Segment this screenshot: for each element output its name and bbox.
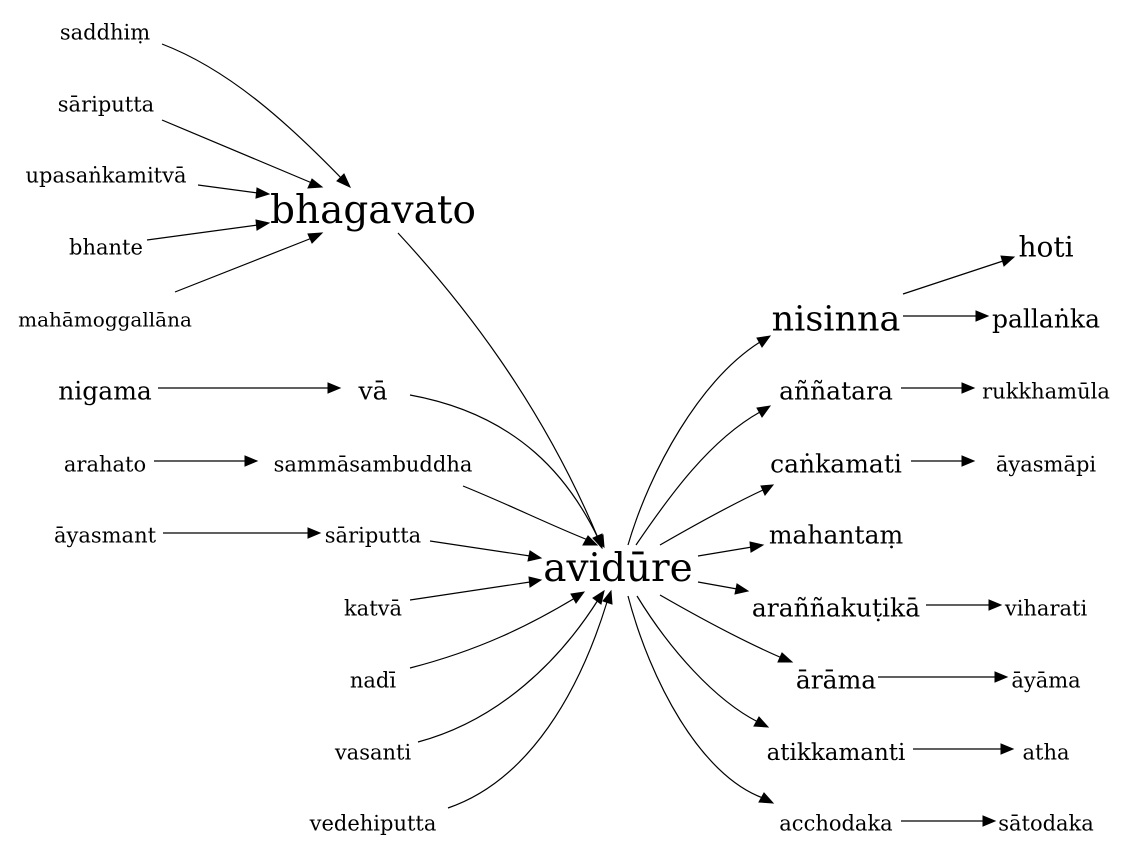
arrowhead-vedehiputta-avidure [602,589,613,605]
edge-bhagavato-avidure [397,232,599,539]
edge-avidure-nisinna [627,341,761,546]
node-nadi: nadī [350,669,396,693]
node-mahantam: mahantaṃ [769,521,904,550]
node-va: vā [357,377,387,406]
edge-sammasambuddha-avidure [462,485,589,541]
node-sariputta-mid: sāriputta [325,524,421,548]
node-bhagavato: bhagavato [270,188,476,233]
edge-avidure-arama [659,594,783,659]
node-nisinna: nisinna [772,300,901,340]
arrowhead-arannakutika-viharati [988,599,1003,611]
arrowhead-nadi-avidure [570,591,586,604]
arrowhead-avidure-arama [777,652,794,663]
edge-saddhim-bhagavato [161,43,346,183]
arrowhead-arahato-sammasambuddha [244,455,259,467]
arrowhead-arama-ayama [994,671,1009,683]
node-saddhim: saddhiṃ [60,21,150,45]
edge-upasankamitva-bhagavato [197,184,259,194]
node-arannakutika: araññakuṭikā [752,594,920,623]
arrowhead-avidure-acchodaka [758,792,775,804]
arrowhead-avidure-arannakutika [734,583,750,595]
edge-vasanti-avidure [417,599,599,743]
nodes-layer: saddhiṃ sāriputta upasaṅkamitvā bhante m… [18,21,1110,836]
node-cankamati: caṅkamati [770,450,902,479]
arrowhead-va-avidure [593,534,605,549]
node-ayama: āyāma [1011,669,1080,693]
edge-avidure-acchodaka [627,595,764,799]
node-hoti: hoti [1018,231,1073,264]
node-rukkhamula: rukkhamūla [982,380,1110,404]
node-nigama: nigama [58,377,152,406]
arrowhead-vasanti-avidure [592,589,605,605]
node-arahato: arahato [64,453,146,477]
edge-avidure-annatara [635,411,761,546]
node-bhante: bhante [69,236,143,260]
node-vedehiputta: vedehiputta [309,812,437,836]
edge-katva-avidure [409,581,531,601]
edges-layer [146,43,1016,827]
edge-mahamoggallana-bhagavato [174,237,313,293]
node-katva: katvā [344,597,402,621]
node-atikkamanti: atikkamanti [767,740,906,766]
edge-bhante-bhagavato [146,224,259,241]
arrowhead-avidure-annatara [756,405,772,418]
edge-avidure-cankamati [659,489,764,546]
arrowhead-avidure-nisinna [756,335,772,348]
node-upasankamitva: upasaṅkamitvā [25,164,186,188]
edge-nisinna-hoti [902,260,1004,295]
arrowhead-avidure-atikkamanti [753,716,770,728]
edge-avidure-arannakutika [697,581,738,590]
arrowhead-nisinna-pallanka [975,310,990,322]
arrowhead-bhante-bhagavato [255,219,271,231]
node-arama: ārāma [796,666,876,695]
arrowhead-avidure-mahantam [749,541,765,553]
arrowhead-mahamoggallana-bhagavato [307,232,324,244]
arrowhead-cankamati-ayasmapi [961,455,976,467]
node-atha: atha [1022,741,1069,765]
arrowhead-avidure-cankamati [760,484,775,496]
edge-nadi-avidure [409,597,576,669]
node-ayasmapi: āyasmāpi [996,453,1097,477]
node-vasanti: vasanti [334,741,412,765]
arrowhead-annatara-rukkhamula [961,382,976,394]
arrowhead-ayasmant-sariputta [307,527,322,539]
arrowhead-katva-avidure [528,576,543,588]
arrowhead-acchodaka-satodaka [982,815,997,827]
arrowhead-sammasambuddha-avidure [582,535,599,546]
node-satodaka: sātodaka [998,812,1094,836]
edge-sariputta-bhagavato [161,119,313,184]
edge-avidure-mahantam [697,546,753,557]
arrowhead-nigama-va [327,382,342,394]
node-ayasmant: āyasmant [54,524,157,548]
node-viharati: viharati [1004,597,1088,621]
arrowhead-atikkamanti-atha [1000,743,1015,755]
node-sariputta-top: sāriputta [58,93,154,117]
edge-avidure-atikkamanti [636,595,759,723]
node-sammasambuddha: sammāsambuddha [274,453,473,477]
node-avidure: avidūre [543,546,693,591]
edge-sariputta-avidure [429,540,531,557]
node-pallanka: pallaṅka [992,305,1100,334]
arrowhead-saddhim-bhagavato [336,173,352,189]
edge-va-avidure [409,394,599,539]
node-acchodaka: acchodaka [779,812,892,836]
node-annatara: aññatara [779,377,893,406]
arrowhead-sariputta-avidure [527,550,543,562]
arrowhead-upasankamitva-bhagavato [255,187,271,199]
node-mahamoggallana: mahāmoggallāna [18,308,192,332]
arrowhead-sariputta-bhagavato [307,178,324,189]
arrowhead-nisinna-hoti [1000,255,1016,267]
edge-vedehiputta-avidure [447,601,608,809]
